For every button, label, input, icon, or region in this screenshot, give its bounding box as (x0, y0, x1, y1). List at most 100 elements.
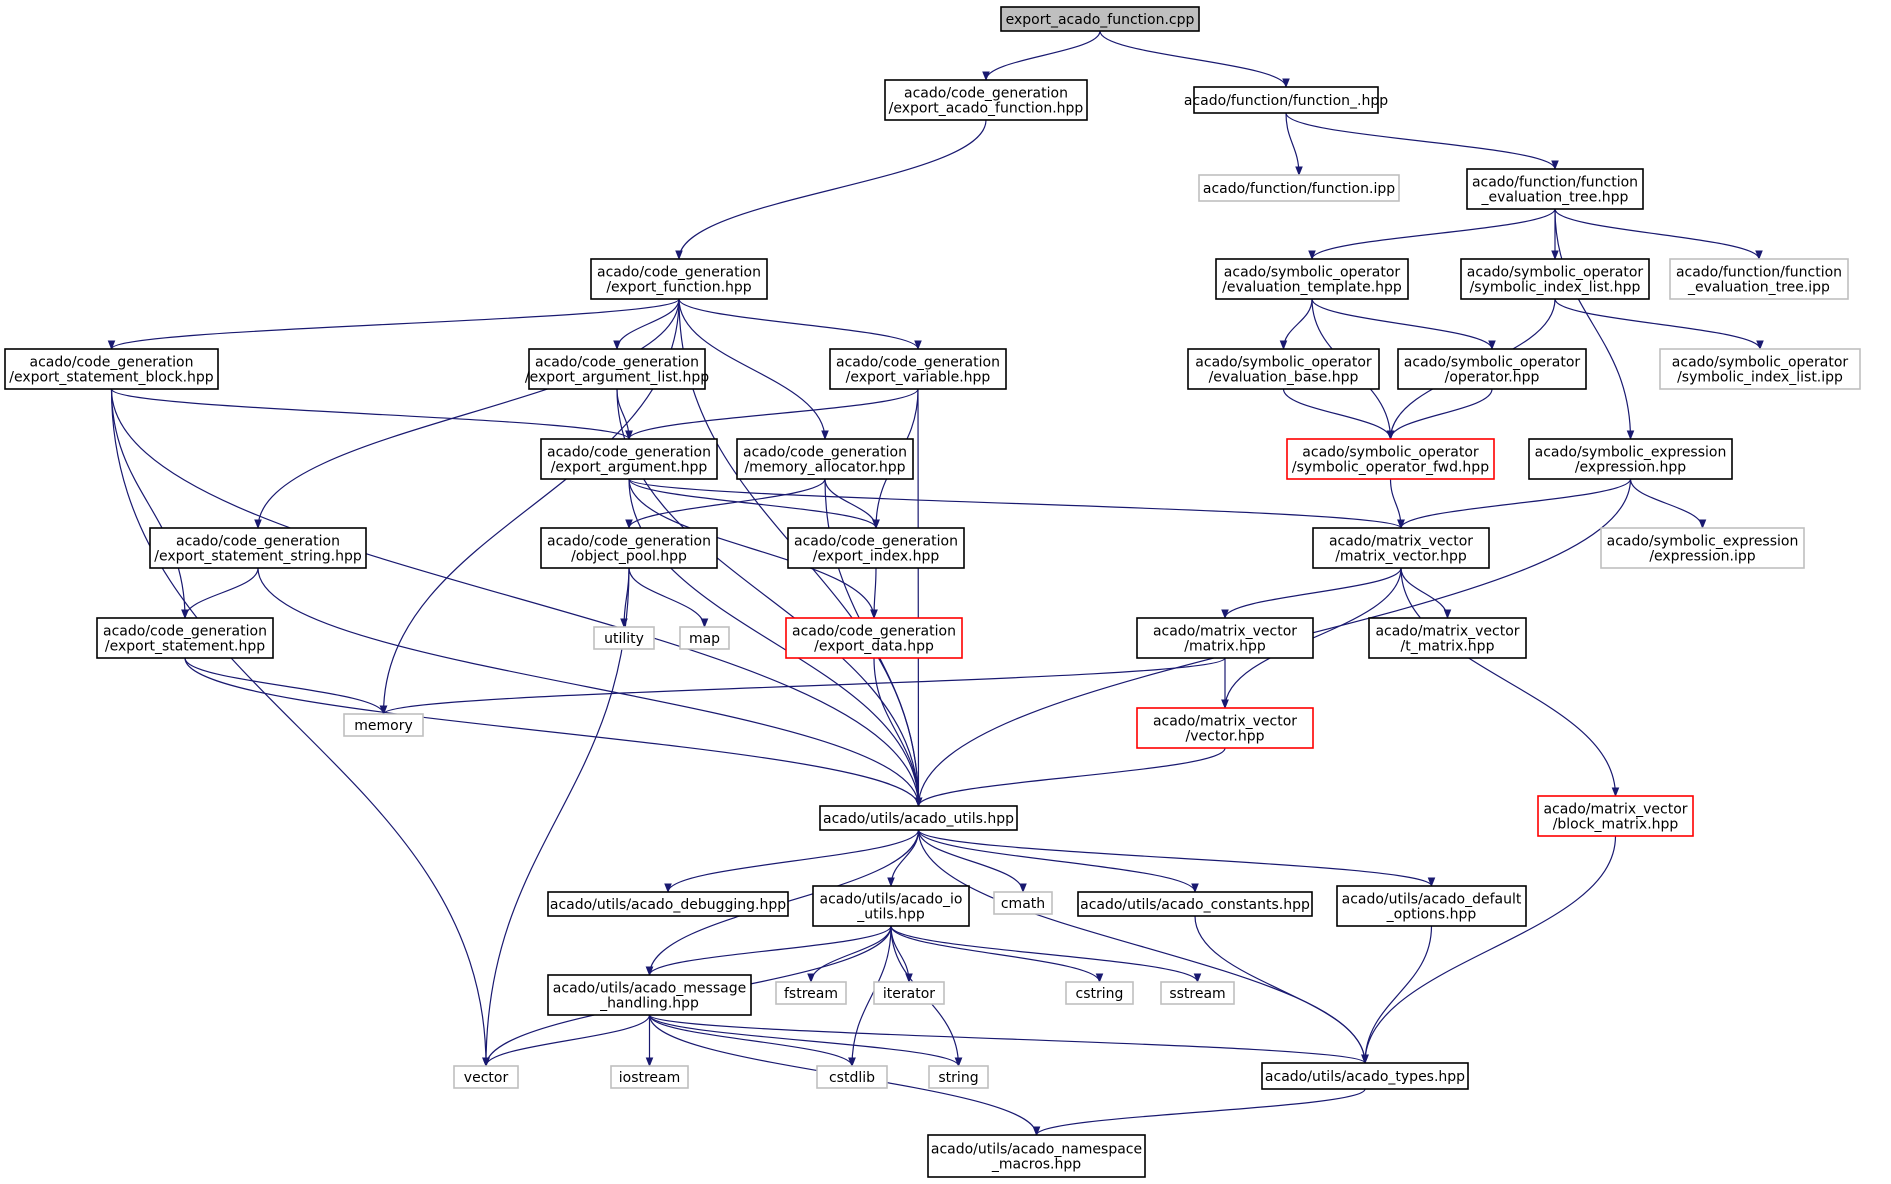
node-label: acado/matrix_vector (1153, 624, 1297, 640)
node-box (1368, 617, 1527, 659)
node-label: acado/function/function (1676, 265, 1842, 281)
node-vector[interactable]: vector (453, 1065, 519, 1089)
node-mv-mv[interactable]: acado/matrix_vector/matrix_vector.hpp (1312, 527, 1490, 569)
node-box (1198, 174, 1400, 202)
node-utility[interactable]: utility (593, 626, 655, 650)
node-label: acado/matrix_vector (1153, 714, 1297, 730)
node-label: /object_pool.hpp (571, 549, 687, 565)
node-so-eb[interactable]: acado/symbolic_operator/evaluation_base.… (1187, 348, 1380, 390)
node-string[interactable]: string (928, 1065, 989, 1089)
node-cg-ei[interactable]: acado/code_generation/export_index.hpp (787, 527, 965, 569)
node-cg-ev[interactable]: acado/code_generation/export_variable.hp… (829, 348, 1007, 390)
node-label: export_acado_function.cpp (1006, 12, 1195, 28)
edge-mv-bm-to-ut-types (1361, 835, 1617, 1064)
edge-fn-eth-to-so-et (1308, 208, 1556, 260)
node-label: iterator (883, 986, 935, 1002)
node-ut-types[interactable]: acado/utils/acado_types.hpp (1261, 1062, 1469, 1090)
node-se-exi[interactable]: acado/symbolic_expression/expression.ipp (1600, 527, 1805, 569)
node-label: /symbolic_index_list.hpp (1470, 280, 1641, 296)
node-cg-eaf[interactable]: acado/code_generation/export_acado_funct… (884, 79, 1088, 121)
node-label: /export_variable.hpp (846, 370, 991, 386)
node-cstdlib[interactable]: cstdlib (816, 1065, 888, 1089)
node-cg-ef[interactable]: acado/code_generation/export_function.hp… (590, 258, 768, 300)
node-ut-au[interactable]: acado/utils/acado_utils.hpp (819, 805, 1018, 831)
node-mv-bm[interactable]: acado/matrix_vector/block_matrix.hpp (1537, 795, 1694, 837)
node-label: acado/code_generation (547, 534, 711, 550)
node-cg-eal[interactable]: acado/code_generation/export_argument_li… (525, 348, 709, 390)
node-box (1659, 348, 1861, 390)
node-label: acado/utils/acado_utils.hpp (823, 811, 1014, 827)
node-box (1460, 258, 1650, 300)
node-se-ex[interactable]: acado/symbolic_expression/expression.hpp (1528, 438, 1733, 480)
edge-fn-fn-to-fn-ipp (1285, 112, 1303, 176)
edge-ut-msg-to-vector (482, 1014, 651, 1067)
node-label: /expression.ipp (1649, 549, 1755, 565)
node-fn-eth[interactable]: acado/function/function_evaluation_tree.… (1466, 168, 1644, 210)
node-box (1600, 527, 1805, 569)
node-label: acado/symbolic_operator (1404, 355, 1581, 371)
edge-ut-io-to-cstdlib (848, 925, 892, 1067)
node-iostream[interactable]: iostream (610, 1065, 689, 1089)
node-iterator[interactable]: iterator (873, 981, 945, 1005)
node-label: /export_acado_function.hpp (889, 101, 1084, 117)
node-label: _evaluation_tree.ipp (1687, 280, 1830, 296)
node-box (829, 348, 1007, 390)
node-fn-eti[interactable]: acado/function/function_evaluation_tree.… (1669, 258, 1849, 300)
node-map[interactable]: map (679, 626, 730, 650)
node-so-sil[interactable]: acado/symbolic_operator/symbolic_index_l… (1460, 258, 1650, 300)
node-box (1160, 981, 1235, 1005)
node-sstream[interactable]: sstream (1160, 981, 1235, 1005)
node-fn-ipp[interactable]: acado/function/function.ipp (1198, 174, 1400, 202)
node-mv-tm[interactable]: acado/matrix_vector/t_matrix.hpp (1368, 617, 1527, 659)
node-root[interactable]: export_acado_function.cpp (1000, 6, 1200, 32)
node-fstream[interactable]: fstream (775, 981, 847, 1005)
node-label: /export_index.hpp (813, 549, 940, 565)
edge-ut-au-to-ut-types (917, 829, 1369, 1064)
node-cg-ea[interactable]: acado/code_generation/export_argument.hp… (540, 438, 718, 480)
node-box (547, 891, 789, 917)
node-so-op[interactable]: acado/symbolic_operator/operator.hpp (1397, 348, 1587, 390)
node-ut-dbg[interactable]: acado/utils/acado_debugging.hpp (547, 891, 789, 917)
node-cg-esb[interactable]: acado/code_generation/export_statement_b… (4, 348, 219, 390)
node-label: acado/symbolic_expression (1535, 445, 1727, 461)
node-cg-es[interactable]: acado/code_generation/export_statement.h… (96, 617, 274, 659)
node-so-fwd[interactable]: acado/symbolic_operator/symbolic_operato… (1286, 438, 1495, 480)
edge-root-to-cg-eaf (982, 30, 1101, 81)
node-label: acado/code_generation (836, 355, 1000, 371)
edge-cg-ef-to-cg-esb (107, 298, 680, 350)
edge-so-et-to-so-op (1311, 298, 1496, 350)
node-label: acado/code_generation (103, 624, 267, 640)
edge-cg-ef-to-cg-ev (678, 298, 922, 350)
node-cg-ess[interactable]: acado/code_generation/export_statement_s… (149, 527, 367, 569)
node-so-et[interactable]: acado/symbolic_operator/evaluation_templ… (1215, 258, 1409, 300)
node-box (775, 981, 847, 1005)
node-box (736, 438, 914, 480)
node-cmath[interactable]: cmath (993, 891, 1053, 915)
node-mv-m[interactable]: acado/matrix_vector/matrix.hpp (1136, 617, 1314, 659)
node-label: /matrix.hpp (1184, 639, 1266, 655)
node-ut-msg[interactable]: acado/utils/acado_message_handling.hpp (547, 974, 752, 1016)
node-so-sili[interactable]: acado/symbolic_operator/symbolic_index_l… (1659, 348, 1861, 390)
node-memory[interactable]: memory (343, 713, 424, 737)
node-ut-io[interactable]: acado/utils/acado_io_utils.hpp (812, 885, 970, 927)
node-label: /operator.hpp (1445, 370, 1540, 386)
node-label: /evaluation_template.hpp (1222, 280, 1402, 296)
node-cg-ma[interactable]: acado/code_generation/memory_allocator.h… (736, 438, 914, 480)
node-fn-fn[interactable]: acado/function/function_.hpp (1184, 86, 1388, 114)
edge-cg-ev-to-cg-ea (625, 388, 919, 440)
node-box (1261, 1062, 1469, 1090)
node-ut-const[interactable]: acado/utils/acado_constants.hpp (1077, 891, 1313, 917)
node-cg-op[interactable]: acado/code_generation/object_pool.hpp (540, 527, 718, 569)
node-label: /symbolic_operator_fwd.hpp (1292, 460, 1489, 476)
node-ut-ns[interactable]: acado/utils/acado_namespace_macros.hpp (927, 1134, 1146, 1178)
node-cstring[interactable]: cstring (1065, 981, 1134, 1005)
node-ut-defopt[interactable]: acado/utils/acado_default_options.hpp (1336, 885, 1527, 927)
edge-cg-ef-to-cg-ma (678, 298, 829, 440)
node-box (1136, 707, 1314, 749)
node-label: acado/code_generation (792, 624, 956, 640)
node-mv-v[interactable]: acado/matrix_vector/vector.hpp (1136, 707, 1314, 749)
node-box (1466, 168, 1644, 210)
node-label: acado/utils/acado_namespace (931, 1142, 1142, 1158)
node-cg-ed[interactable]: acado/code_generation/export_data.hpp (785, 617, 963, 659)
node-label: acado/utils/acado_types.hpp (1265, 1069, 1465, 1085)
